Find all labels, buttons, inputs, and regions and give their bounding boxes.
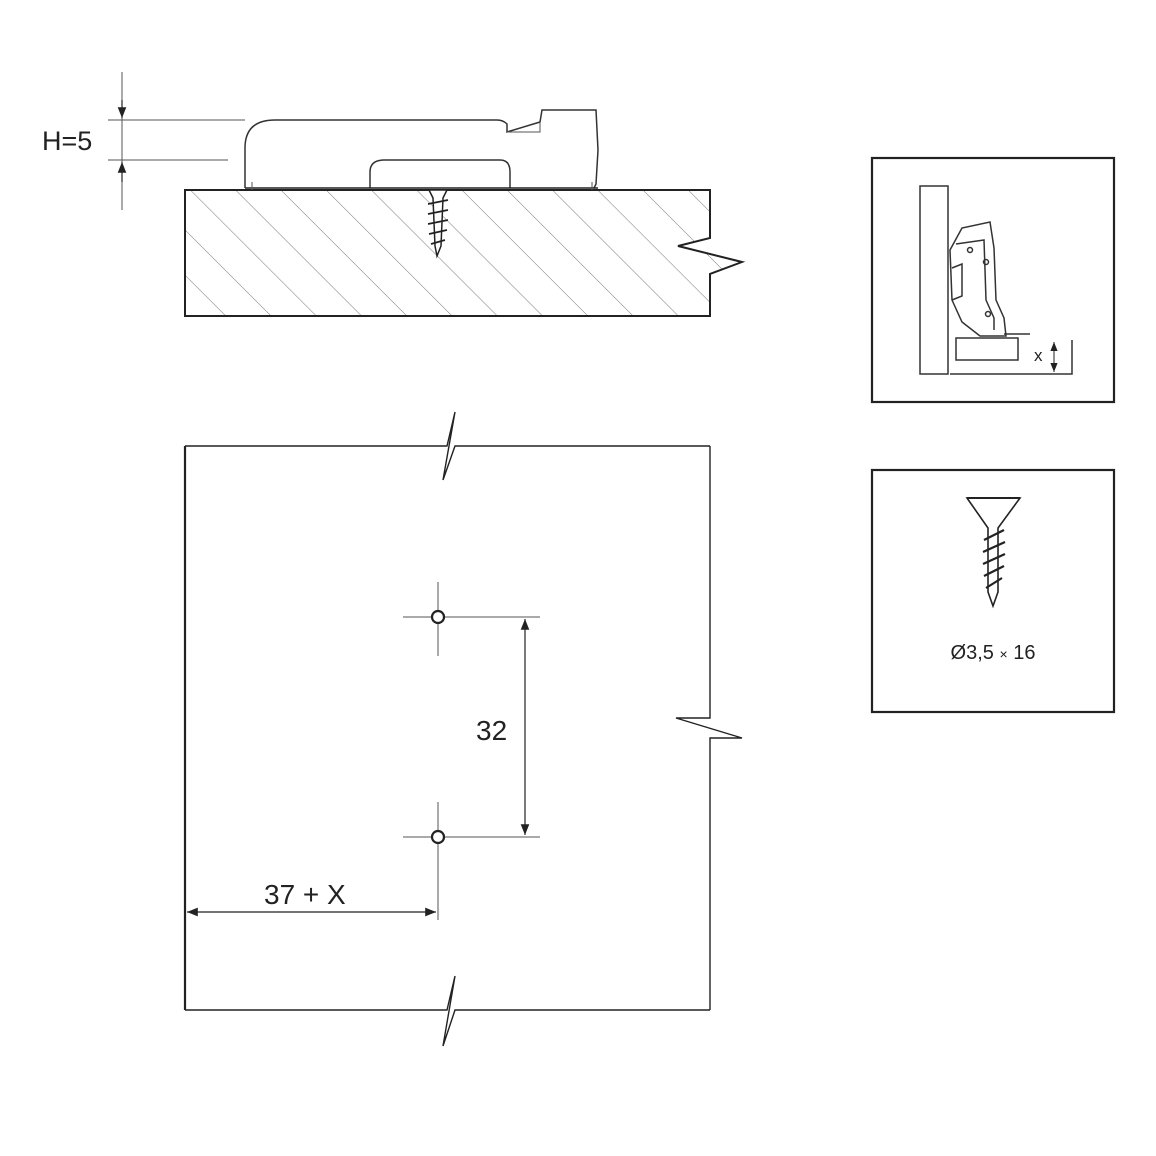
panel-bottom-break [185, 975, 710, 1047]
edge-offset-label: 37 + X [264, 879, 346, 910]
board-section [184, 189, 746, 317]
screw-icon [965, 497, 1022, 609]
plate-foot [369, 159, 511, 188]
screw-spec-length: 16 [1013, 642, 1035, 664]
screw-section [427, 189, 449, 259]
screw-spec-diameter: Ø3,5 [951, 642, 994, 664]
section-view: H=5 [42, 72, 746, 317]
detail-cabinet-wall [950, 340, 1073, 375]
screw-spec-panel: Ø3,5 × 16 [870, 468, 1116, 714]
detail-plate [955, 337, 1019, 361]
inset-dimension-label: x [1034, 346, 1043, 365]
panel-top-break [185, 411, 710, 481]
screw-spec-label: Ø3,5 × 16 [951, 642, 1036, 664]
height-dimension-label: H=5 [42, 126, 92, 156]
height-dimension: H=5 [42, 72, 245, 210]
drill-hole-bottom [403, 802, 468, 920]
hinge-detail-panel: x [870, 156, 1116, 404]
inset-dimension: x [1034, 342, 1058, 372]
edge-offset-dimension: 37 + X [187, 879, 436, 917]
drill-hole-top [403, 582, 468, 656]
hole-spacing-dimension: 32 [450, 616, 540, 838]
plate-inner-step [507, 122, 541, 133]
screw-spec-sep: × [999, 646, 1007, 662]
mounting-plate [244, 109, 599, 189]
drilling-plan: 32 37 + X [183, 411, 743, 1047]
hole-spacing-label: 32 [476, 715, 507, 746]
panel-right-break [675, 446, 743, 1010]
hinge-icon [949, 221, 1030, 337]
door-panel [919, 185, 949, 375]
